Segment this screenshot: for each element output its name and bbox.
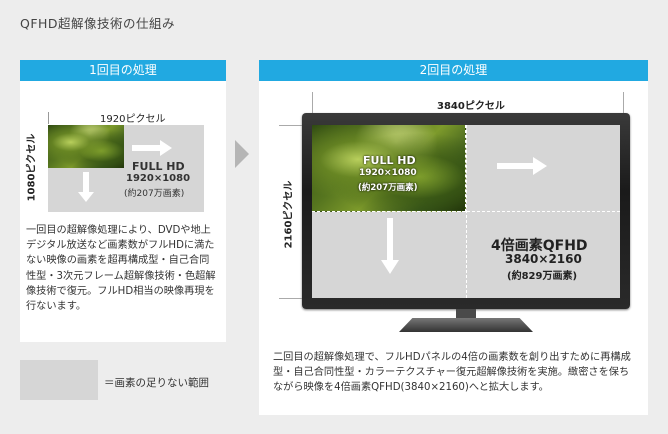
right-width-tick-right: [623, 92, 624, 118]
left-fullhd-pixels: (約207万画素): [124, 189, 185, 199]
right-panel: 2回目の処理 3840ピクセル 2160ピクセル FULL HD 1920×10…: [259, 60, 648, 415]
right-width-label: 3840ピクセル: [437, 101, 505, 112]
tv-stand-base: [399, 318, 533, 332]
left-arrow-right-icon: [132, 140, 172, 156]
right-width-tick-left: [312, 92, 313, 118]
right-divider-horizontal: [312, 211, 620, 212]
left-source-image: [48, 125, 124, 168]
qfhd-title: 4倍画素QFHD: [491, 238, 588, 254]
right-arrow-down-icon: [381, 218, 399, 274]
qfhd-res: 3840×2160: [505, 252, 582, 266]
qfhd-pixels: (約829万画素): [507, 271, 578, 282]
left-width-tick: [48, 112, 49, 124]
legend-text: ＝画素の足りない範囲: [104, 377, 209, 389]
left-height-label: 1080ピクセル: [26, 133, 38, 202]
left-description: 一回目の超解像処理により、DVDや地上デジタル放送など画素数がフルHDに満たない…: [26, 225, 216, 313]
right-description: 二回目の超解像処理で、フルHDパネルの4倍の画素数を創り出すために再構成型・自己…: [273, 352, 631, 394]
right-arrow-right-icon: [497, 157, 547, 175]
chevron-right-icon: [235, 140, 249, 168]
left-fullhd-res: 1920×1080: [126, 173, 191, 184]
right-height-tick-top: [279, 125, 309, 126]
left-arrow-down-icon: [78, 172, 94, 202]
legend-swatch: [20, 360, 98, 400]
left-panel: 1回目の処理 1920ピクセル 1080ピクセル FULL HD 1920×10…: [20, 60, 226, 342]
right-height-tick-bottom: [279, 298, 309, 299]
right-height-label: 2160ピクセル: [283, 180, 295, 249]
right-panel-header: 2回目の処理: [259, 60, 648, 81]
left-panel-header: 1回目の処理: [20, 60, 226, 81]
left-width-label: 1920ピクセル: [100, 114, 166, 125]
right-fullhd-pixels: (約207万画素): [358, 183, 418, 193]
left-fullhd-title: FULL HD: [132, 160, 185, 173]
right-fullhd-title: FULL HD: [363, 154, 416, 167]
page-title: QFHD超解像技術の仕組み: [20, 16, 176, 31]
right-fullhd-res: 1920×1080: [359, 168, 417, 178]
